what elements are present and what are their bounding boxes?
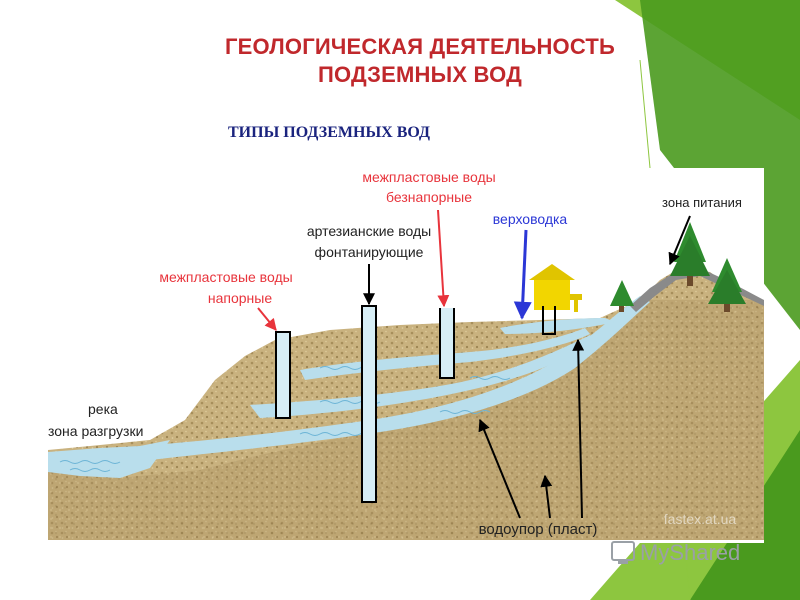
well-artesian	[361, 305, 377, 503]
myshared-logo: MyShared	[611, 540, 740, 565]
aquifer-lower	[140, 296, 650, 460]
well-perched	[542, 306, 556, 335]
lower-layer	[48, 300, 764, 540]
label-discharge-zone: зона разгрузки	[48, 423, 143, 439]
well-pressure	[275, 331, 291, 419]
label-interstratal-nonpressure: межпластовые воды безнапорные	[362, 169, 495, 205]
arrow-nonpressure	[437, 209, 450, 308]
watermark: fastex.at.ua	[664, 511, 737, 527]
label-line: фонтанирующие	[315, 244, 424, 260]
label-perched: верховодка	[493, 211, 568, 227]
label-river: река	[88, 401, 118, 417]
river-water	[48, 440, 170, 478]
logo-text: MyShared	[640, 540, 740, 565]
label-interstratal-pressure: межпластовые воды напорные	[159, 269, 292, 306]
label-recharge-zone: зона питания	[662, 195, 742, 210]
perched-water-lens	[500, 318, 615, 334]
label-line: напорные	[208, 290, 272, 306]
label-line: межпластовые воды	[159, 269, 292, 285]
arrow-pressure	[257, 307, 277, 331]
arrow-aquitard-2	[540, 474, 553, 519]
arrow-perched	[513, 229, 532, 320]
label-line: межпластовые воды	[362, 169, 495, 185]
arrow-aquitard-3	[572, 338, 585, 519]
page-subtitle: ТИПЫ ПОДЗЕМНЫХ ВОД	[228, 124, 431, 141]
page-title-line-2: ПОДЗЕМНЫХ ВОД	[317, 62, 522, 87]
tree-icon	[708, 258, 746, 312]
geology-diagram: межпластовые воды безнапорные артезианск…	[48, 168, 764, 543]
label-line: безнапорные	[386, 189, 472, 205]
water-waves	[59, 366, 511, 472]
tree-icon	[670, 222, 710, 286]
label-aquitard: водоупор (пласт)	[479, 521, 598, 538]
arrow-recharge	[668, 215, 691, 266]
house-icon	[529, 264, 582, 312]
page-title-line-1: ГЕОЛОГИЧЕСКАЯ ДЕЯТЕЛЬНОСТЬ	[224, 34, 616, 59]
tree-icon	[610, 280, 634, 312]
well-nonpressure	[439, 308, 455, 379]
label-line: артезианские воды	[307, 223, 431, 239]
arrow-aquitard-1	[478, 418, 521, 519]
label-artesian: артезианские воды фонтанирующие	[307, 223, 431, 260]
